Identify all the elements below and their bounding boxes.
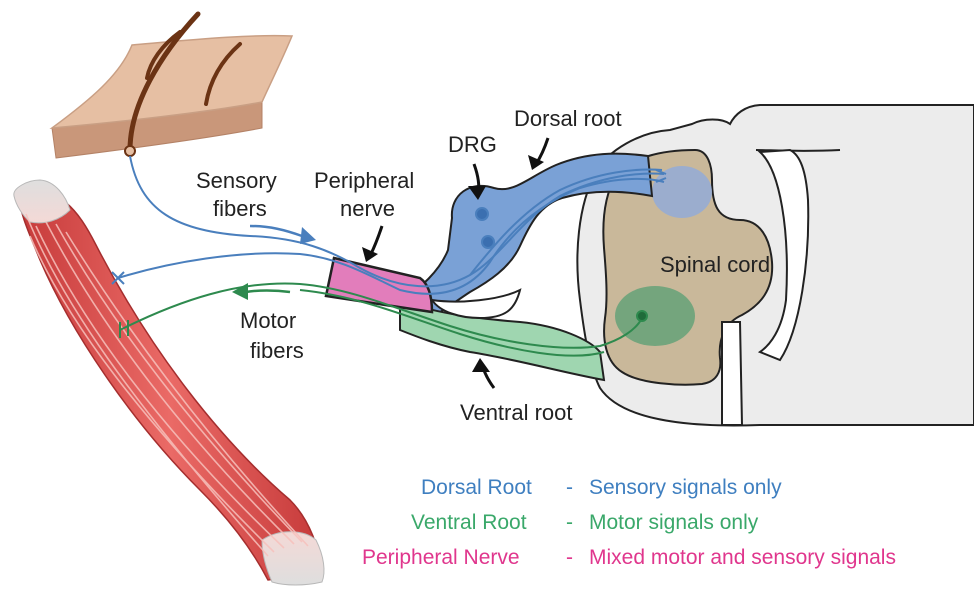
label-drg: DRG	[448, 132, 497, 157]
legend-row-dorsal: Dorsal Root - Sensory signals only	[421, 476, 782, 499]
legend-ventral-desc: Motor signals only	[589, 511, 759, 534]
legend-row-ventral: Ventral Root - Motor signals only	[411, 511, 759, 534]
label-peripheral-nerve-2: nerve	[340, 196, 395, 221]
legend-dorsal-term: Dorsal Root	[421, 476, 532, 499]
legend: Dorsal Root - Sensory signals only Ventr…	[362, 476, 896, 569]
legend-ventral-term: Ventral Root	[411, 511, 527, 534]
label-sensory-fibers-1: Sensory	[196, 168, 277, 193]
peripheral-nerve-pointer-arrow	[362, 226, 382, 262]
hair-follicle	[125, 146, 135, 156]
dorsal-root-pointer-arrow	[528, 138, 548, 170]
legend-peripheral-desc: Mixed motor and sensory signals	[589, 546, 896, 569]
legend-peripheral-sep: -	[566, 546, 573, 569]
muscle-belly	[18, 191, 322, 580]
drg-cell-body-1	[476, 208, 488, 220]
legend-row-peripheral: Peripheral Nerve - Mixed motor and senso…	[362, 546, 896, 569]
label-motor-fibers-2: fibers	[250, 338, 304, 363]
label-motor-fibers-1: Motor	[240, 308, 296, 333]
muscle-tendon-bottom	[262, 532, 324, 585]
legend-dorsal-desc: Sensory signals only	[589, 476, 782, 499]
central-canal-fissure	[722, 322, 742, 425]
label-peripheral-nerve-1: Peripheral	[314, 168, 414, 193]
sensory-direction-arrow	[250, 226, 302, 236]
legend-ventral-sep: -	[566, 511, 573, 534]
ventral-horn-region	[615, 286, 695, 346]
drg-cell-body-2	[482, 236, 494, 248]
motor-neuron-body	[637, 311, 647, 321]
label-sensory-fibers-2: fibers	[213, 196, 267, 221]
skin-block	[52, 14, 292, 158]
legend-peripheral-term: Peripheral Nerve	[362, 546, 520, 569]
motor-direction-arrow	[246, 291, 290, 293]
motor-arrowhead	[232, 283, 248, 300]
label-spinal-cord: Spinal cord	[660, 252, 770, 277]
sensory-arrowhead	[300, 227, 316, 244]
label-dorsal-root: Dorsal root	[514, 106, 622, 131]
ventral-root-pointer-arrow	[472, 358, 494, 388]
muscle	[14, 180, 324, 585]
spinal-cord-section	[577, 105, 974, 426]
legend-dorsal-sep: -	[566, 476, 573, 499]
label-ventral-root: Ventral root	[460, 400, 573, 425]
